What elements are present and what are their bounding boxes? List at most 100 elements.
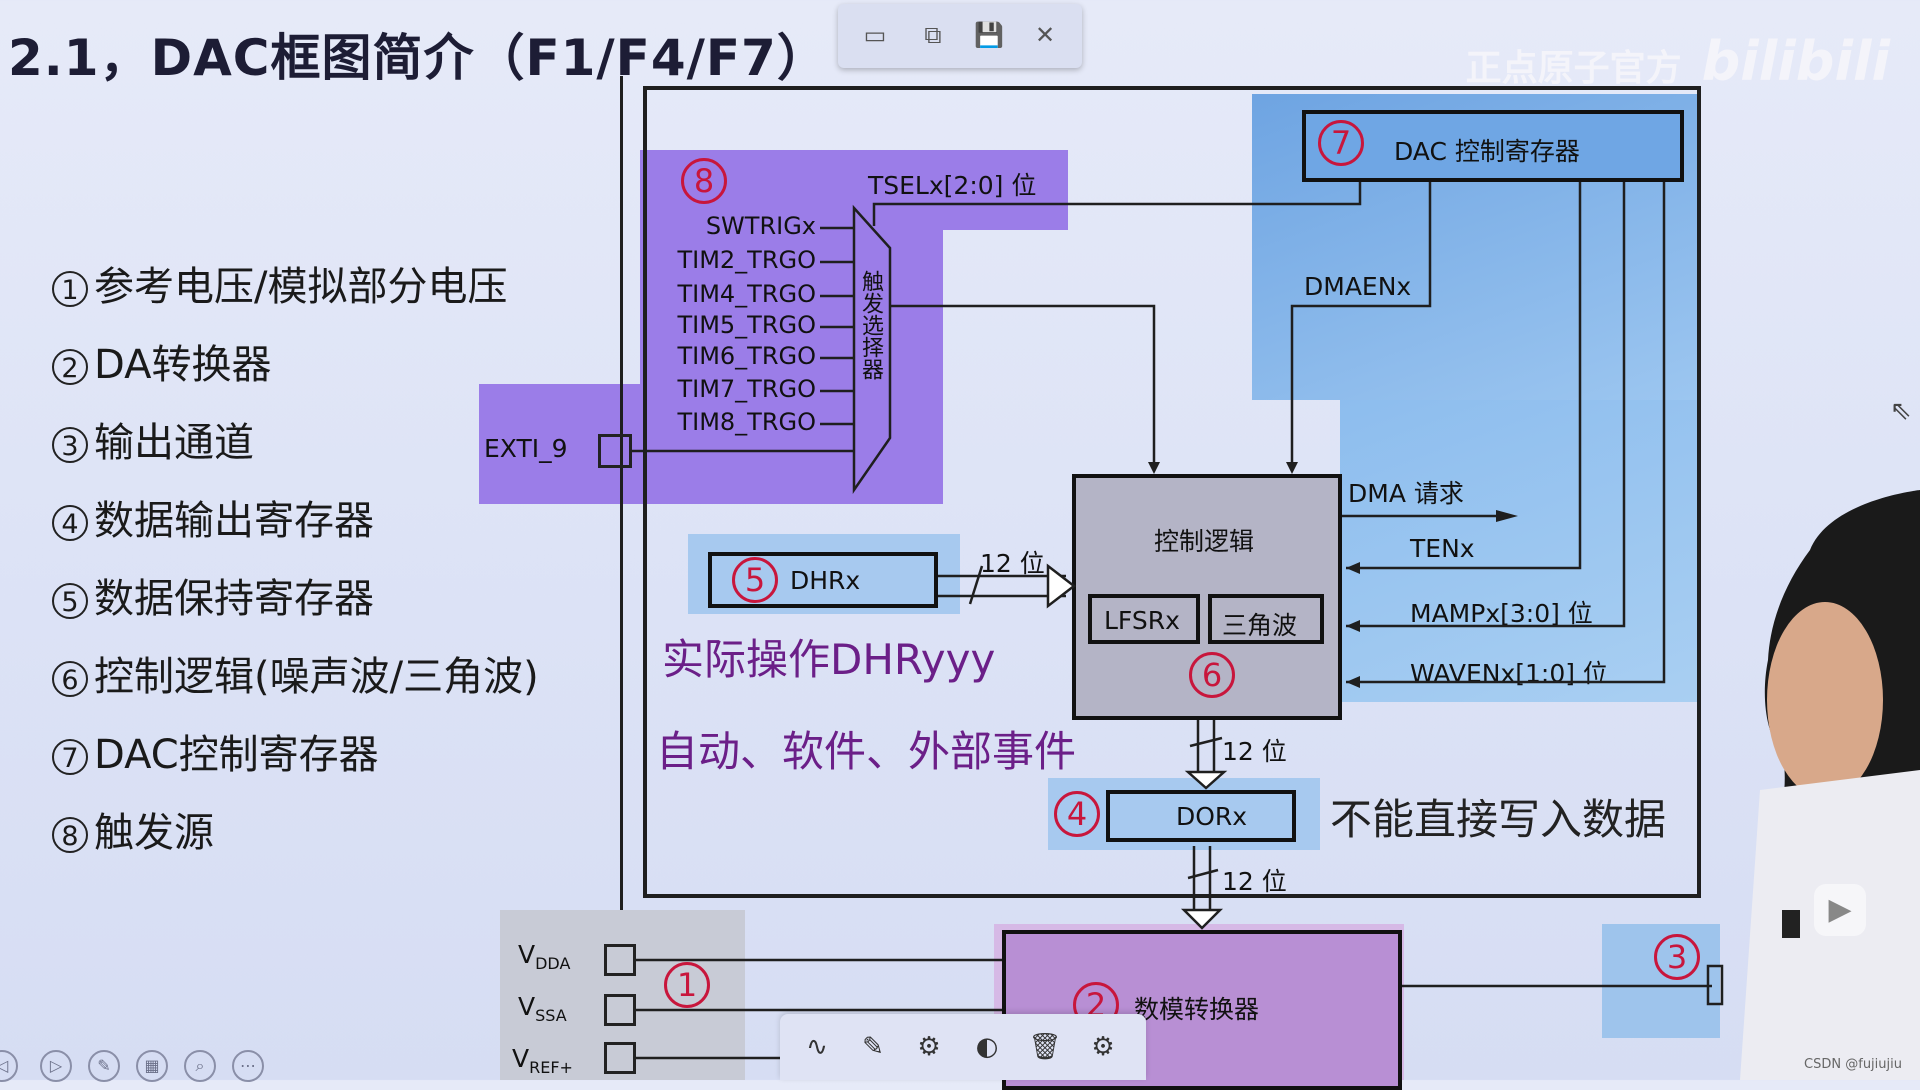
dhr-label: DHRx bbox=[790, 566, 861, 595]
arrowhead bbox=[1286, 462, 1298, 474]
exti-label: EXTI_9 bbox=[484, 434, 568, 463]
dhr-number-circle: 5 bbox=[732, 557, 778, 603]
control-register-label: DAC 控制寄存器 bbox=[1394, 137, 1580, 166]
number-circle: 5 bbox=[52, 583, 88, 619]
number-circle: 6 bbox=[52, 661, 88, 697]
trash-icon[interactable]: 🗑 bbox=[1028, 1032, 1062, 1062]
trigger-source-label: TIM6_TRGO bbox=[677, 342, 816, 370]
trigger-source-label: TIM7_TRGO bbox=[677, 375, 816, 403]
dor-number-circle: 4 bbox=[1054, 791, 1100, 837]
presenter-video-overlay bbox=[1740, 490, 1920, 1080]
eraser-settings-icon[interactable]: ⚙ bbox=[917, 1032, 941, 1062]
arrowhead bbox=[1346, 676, 1360, 688]
vssa-pin-box bbox=[604, 994, 636, 1026]
dmaen-label: DMAENx bbox=[1304, 272, 1412, 301]
dor-label: DORx bbox=[1176, 802, 1248, 831]
more-icon[interactable]: ⋯ bbox=[232, 1050, 264, 1082]
legend-text: 控制逻辑(噪声波/三角波) bbox=[94, 654, 539, 700]
double-arrowhead bbox=[1046, 563, 1077, 609]
slide-title: 2.1，DAC框图简介（F1/F4/F7） bbox=[8, 29, 828, 87]
window-icon[interactable]: ▭ bbox=[863, 21, 887, 49]
dhr-bits-label: 12 位 bbox=[980, 549, 1045, 578]
dac-control-register-box bbox=[1302, 110, 1684, 182]
lfsr-box bbox=[1088, 594, 1200, 644]
legend-text: 数据输出寄存器 bbox=[94, 498, 374, 544]
vref-label: VREF+ bbox=[512, 1044, 573, 1077]
number-circle: 2 bbox=[52, 349, 88, 385]
triangle-label: 三角波 bbox=[1222, 611, 1298, 640]
mouse-cursor-icon: ⇖ bbox=[1890, 396, 1912, 426]
dma-request-label: DMA 请求 bbox=[1348, 479, 1464, 508]
copy-icon[interactable]: ⧉ bbox=[924, 21, 942, 49]
dor-annotation: 不能直接写入数据 bbox=[1330, 795, 1667, 844]
mamp-label: MAMPx[3:0] 位 bbox=[1410, 599, 1593, 628]
zoom-icon[interactable]: ⌕ bbox=[184, 1050, 216, 1082]
trigger-mux-shape bbox=[852, 204, 892, 495]
legend-text: 数据保持寄存器 bbox=[94, 576, 374, 622]
number-circle: 1 bbox=[52, 271, 88, 307]
trigger-annotation: 自动、软件、外部事件 bbox=[656, 727, 1077, 776]
dor-box bbox=[1106, 790, 1296, 842]
control-register-number-circle: 7 bbox=[1318, 120, 1364, 166]
bilibili-logo: bilibili bbox=[1701, 30, 1890, 93]
arrowhead bbox=[1346, 562, 1360, 574]
arrowhead bbox=[1148, 462, 1160, 474]
trigger-source-region-lower bbox=[640, 230, 943, 504]
ten-label: TENx bbox=[1410, 534, 1475, 563]
dor-output-bits-label: 12 位 bbox=[1222, 867, 1287, 896]
number-circle: 7 bbox=[52, 739, 88, 775]
csdn-watermark: CSDN @fujiujiu bbox=[1804, 1057, 1902, 1072]
pen-tool-icon[interactable]: ✎ bbox=[88, 1050, 120, 1082]
dac-block-frame bbox=[643, 86, 1701, 898]
number-circle: 4 bbox=[52, 505, 88, 541]
highlighter-icon[interactable]: ✎ bbox=[862, 1032, 884, 1062]
vref-pin-box bbox=[604, 1042, 636, 1074]
output-number-circle: 3 bbox=[1654, 934, 1700, 980]
settings-icon[interactable]: ⚙ bbox=[1091, 1032, 1115, 1062]
trigger-source-label: SWTRIGx bbox=[705, 212, 816, 240]
color-wheel-icon[interactable]: ◐ bbox=[975, 1032, 999, 1062]
play-icon[interactable]: ▷ bbox=[40, 1050, 72, 1082]
control-register-region-lower bbox=[1340, 400, 1698, 702]
slides-grid-icon[interactable]: ▦ bbox=[136, 1050, 168, 1082]
legend-text: 输出通道 bbox=[94, 420, 254, 466]
vdda-label: VDDA bbox=[518, 940, 571, 973]
trigger-source-label: TIM4_TRGO bbox=[677, 280, 816, 308]
double-arrowhead bbox=[1184, 770, 1228, 790]
reference-number-circle: 1 bbox=[664, 962, 710, 1008]
converter-label: 数模转换器 bbox=[1134, 995, 1260, 1024]
legend-text: DA转换器 bbox=[94, 342, 272, 388]
exti-pin-box bbox=[598, 434, 632, 468]
arrowhead bbox=[1346, 620, 1360, 632]
number-circle: 8 bbox=[52, 817, 88, 853]
legend-text: DAC控制寄存器 bbox=[94, 732, 379, 778]
vssa-label: VSSA bbox=[518, 992, 567, 1025]
mux-label: 触发选择器 bbox=[858, 270, 883, 380]
dhr-annotation: 实际操作DHRyyy bbox=[662, 635, 996, 684]
trigger-source-label: TIM5_TRGO bbox=[677, 311, 816, 339]
triangle-box bbox=[1208, 594, 1324, 644]
video-play-icon[interactable]: ▶ bbox=[1814, 884, 1866, 936]
double-arrowhead bbox=[1180, 908, 1224, 930]
annotation-toolbar: ∿ ✎ ⚙ ◐ 🗑 ⚙ bbox=[780, 1014, 1146, 1080]
legend-text: 触发源 bbox=[94, 810, 214, 856]
arrowhead bbox=[1496, 510, 1518, 522]
save-icon[interactable]: 💾 bbox=[974, 21, 1004, 49]
close-icon[interactable]: ✕ bbox=[1034, 21, 1056, 49]
legend-text: 参考电压/模拟部分电压 bbox=[94, 264, 508, 310]
pen-icon[interactable]: ∿ bbox=[806, 1032, 828, 1062]
vdda-pin-box bbox=[604, 944, 636, 976]
control-logic-label: 控制逻辑 bbox=[1154, 527, 1255, 556]
tsel-label: TSELx[2:0] 位 bbox=[868, 171, 1037, 200]
trigger-source-label: TIM2_TRGO bbox=[677, 246, 816, 274]
